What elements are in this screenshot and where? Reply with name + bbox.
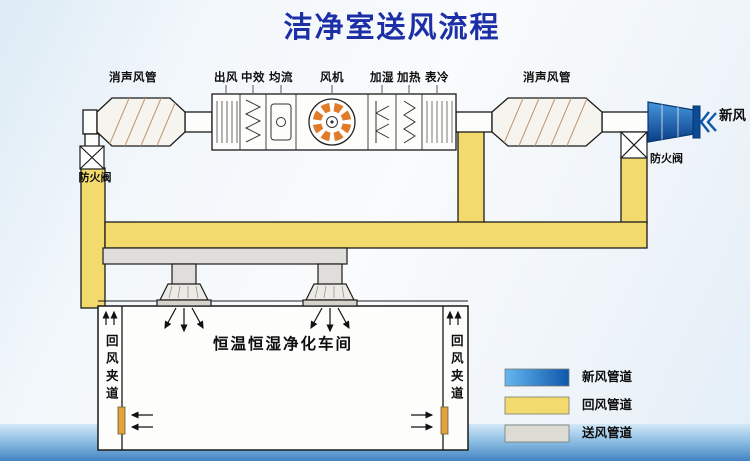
label-flow-equalizer: 均流 <box>269 70 293 84</box>
return-grille-left <box>117 406 126 435</box>
return-duct-mid-riser <box>457 129 485 225</box>
label-medium-filter: 中效 <box>241 70 265 84</box>
label-heater: 加热 <box>397 70 421 84</box>
diagram-title: 洁净室送风流程 <box>283 10 501 44</box>
return-duct-left-riser <box>80 167 106 309</box>
hepa-base-left <box>156 299 212 307</box>
label-fresh-air: 新风 <box>719 108 746 124</box>
return-grille-right <box>440 406 449 435</box>
legend-label-return-air: 回风管道 <box>582 397 633 412</box>
label-outlet: 出风 <box>214 70 238 84</box>
label-silencer-left: 消声风管 <box>109 70 157 84</box>
label-fire-damper-right: 防火阀 <box>650 152 683 165</box>
supply-drop-right <box>317 263 343 286</box>
label-return-aisle-left: 回风夹道 <box>103 334 119 404</box>
silencer-right <box>491 97 603 147</box>
humidifier-icon <box>375 101 390 143</box>
legend-swatch-fresh-air <box>504 368 570 387</box>
legend-label-fresh-air: 新风管道 <box>582 369 633 384</box>
filter-pleats-icon <box>244 99 262 143</box>
flow-equalizer-icon <box>270 103 292 141</box>
label-silencer-right: 消声风管 <box>523 70 571 84</box>
supply-air-ducts <box>102 247 348 286</box>
hepa-diffusers <box>156 283 358 307</box>
legend-label-supply-air: 送风管道 <box>582 425 633 440</box>
legend-swatches <box>504 368 570 443</box>
fresh-air-fan-icon <box>647 101 701 143</box>
label-humidifier: 加湿 <box>370 70 394 84</box>
airflow-arrows <box>102 307 462 431</box>
return-duct-horizontal <box>104 221 648 249</box>
supply-drop-left <box>171 263 197 286</box>
return-duct-right-riser <box>620 156 648 225</box>
silencer-left <box>96 97 186 147</box>
label-ticks <box>225 85 438 93</box>
cooling-coil-icon <box>426 101 453 143</box>
label-workshop-name: 恒温恒湿净化车间 <box>212 335 354 353</box>
return-air-ducts <box>80 129 648 309</box>
fire-dampers <box>79 131 648 170</box>
legend-swatch-return-air <box>504 396 570 415</box>
label-fire-damper-left: 防火阀 <box>78 171 112 184</box>
fresh-air-arrows-icon <box>699 111 717 133</box>
supply-duct-horizontal <box>102 247 348 265</box>
hepa-diffuser-left <box>159 283 209 301</box>
hepa-diffuser-right <box>305 283 355 301</box>
fire-damper-right-icon <box>620 131 648 159</box>
label-surface-cooler: 表冷 <box>425 70 449 84</box>
ahu-unit <box>82 93 653 151</box>
hepa-base-right <box>302 299 358 307</box>
heater-coil-icon <box>403 100 416 144</box>
legend-swatch-supply-air <box>504 424 570 443</box>
fan-wheel-icon <box>308 98 356 146</box>
workshop-room <box>97 300 469 451</box>
workshop-outline <box>97 305 469 451</box>
fire-damper-left-icon <box>79 145 105 170</box>
label-fan: 风机 <box>320 70 344 84</box>
outlet-louvers-icon <box>216 101 238 143</box>
label-return-aisle-right: 回风夹道 <box>448 334 464 404</box>
